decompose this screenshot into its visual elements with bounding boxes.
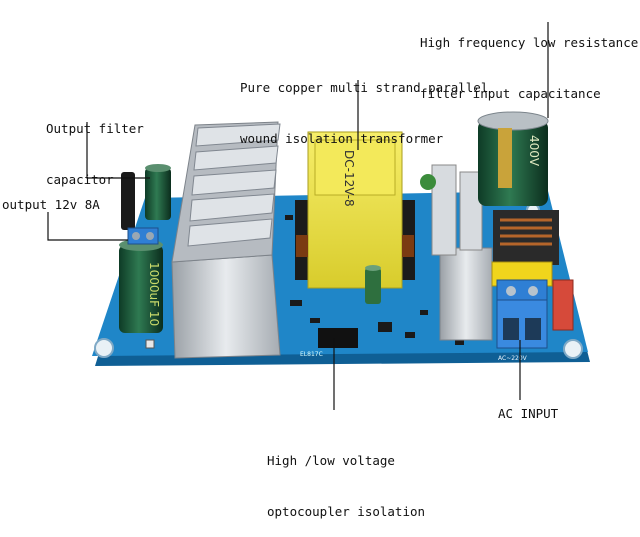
transformer-label-line1: Pure copper multi strand parallel	[240, 80, 489, 95]
input-heatsink	[420, 164, 493, 341]
output-terminal-block	[127, 227, 159, 245]
leader-output-filter	[86, 122, 150, 179]
small-electrolytic-capacitor	[365, 265, 381, 304]
power-board-diagram: 1000uF 10 DC-12V-8 EL817C	[47, 22, 590, 410]
output-diode	[121, 172, 135, 230]
output-voltage-label: output 12v 8A	[2, 197, 100, 212]
high-frequency-label-line2: filter input capacitance	[420, 86, 601, 101]
transformer-label: Pure copper multi strand parallel wound …	[240, 45, 488, 164]
output-filter-label-line2: capacitor	[46, 172, 114, 187]
optocoupler-label-line1: High /low voltage	[267, 453, 395, 468]
mounting-hole	[94, 338, 114, 358]
transformer-label-line2: wound isolation transformer	[240, 131, 444, 146]
high-frequency-capacitor-label: High frequency low resistance filter inp…	[420, 0, 638, 119]
output-heatsink	[171, 121, 281, 359]
optocoupler-label: High /low voltage optocoupler isolation	[267, 418, 425, 537]
optocoupler: EL817C	[300, 328, 358, 358]
common-mode-choke	[493, 210, 559, 265]
output-filter-label-line1: Output filter	[46, 121, 144, 136]
output-filter-capacitor: 1000uF 10	[119, 239, 163, 333]
output-filter-capacitor-small	[145, 164, 171, 220]
ac-input-terminal: AC~220V	[496, 279, 548, 362]
input-cap-marking: 400V	[527, 135, 541, 167]
high-frequency-label-line1: High frequency low resistance	[420, 35, 639, 50]
ac-input-label: AC INPUT	[498, 406, 559, 421]
output-cap-marking: 1000uF 10	[147, 262, 161, 326]
optocoupler-label-line2: optocoupler isolation	[267, 504, 426, 519]
output-filter-capacitor-label: Output filter capacitor	[46, 86, 144, 205]
isolation-transformer: DC-12V-8	[295, 131, 415, 289]
mounting-hole	[563, 339, 583, 359]
leader-output-voltage	[47, 212, 128, 241]
leader-lines	[47, 22, 549, 410]
fuse	[552, 279, 574, 331]
ac-terminal-marking: AC~220V	[498, 355, 528, 362]
status-led	[145, 339, 155, 349]
input-filter-capacitor: 400V	[477, 111, 549, 206]
optocoupler-marking: EL817C	[300, 351, 323, 358]
transformer-marking: DC-12V-8	[342, 150, 356, 207]
